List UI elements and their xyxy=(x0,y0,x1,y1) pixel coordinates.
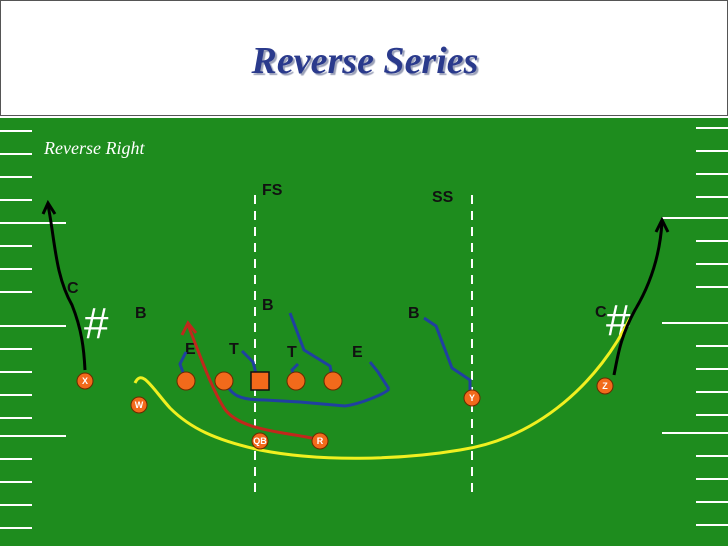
route-yellow-reverse xyxy=(133,317,632,460)
defender-b-left: B xyxy=(135,305,147,322)
route-black-z xyxy=(612,221,664,376)
defender-e-left: E xyxy=(185,341,196,358)
defender-c-left: C xyxy=(67,280,79,297)
lineman-center xyxy=(250,371,270,391)
hash-symbol-left: # xyxy=(84,299,109,348)
defender-ss: SS xyxy=(432,189,454,206)
route-red-reverse xyxy=(186,324,321,442)
player-w-marker xyxy=(130,396,148,414)
player-r-label: R xyxy=(317,436,324,446)
player-qb-marker xyxy=(251,432,269,450)
defender-t-left: T xyxy=(229,341,239,358)
route-blue-y xyxy=(423,316,472,398)
player-y-label: Y xyxy=(469,393,475,403)
route-red-arrow xyxy=(180,320,198,336)
left-yard-marks xyxy=(0,130,66,529)
play-name: Reverse Right xyxy=(43,138,145,158)
football-field xyxy=(0,118,728,546)
route-black-z-arrow xyxy=(654,216,670,233)
player-y-marker xyxy=(463,389,481,407)
player-z-label: Z xyxy=(602,381,608,391)
defender-b-right: B xyxy=(408,305,420,322)
lineman-left-tackle xyxy=(176,371,196,391)
right-yard-marks xyxy=(662,127,728,526)
defender-b-mid: B xyxy=(262,297,274,314)
lineman-right-tackle xyxy=(323,371,343,391)
lineman-right-guard xyxy=(286,371,306,391)
player-qb-label: QB xyxy=(253,436,267,446)
player-z-marker xyxy=(596,377,614,395)
route-blue-line xyxy=(223,381,391,408)
lineman-left-guard xyxy=(214,371,234,391)
player-x-label: X xyxy=(82,376,88,386)
slide-title: Reverse Series xyxy=(251,40,479,82)
player-w-label: W xyxy=(135,400,144,410)
defender-fs: FS xyxy=(262,182,283,199)
title-bar: Reverse Series xyxy=(0,0,728,116)
route-black-x-arrow xyxy=(41,199,57,215)
defender-e-right: E xyxy=(352,344,363,361)
route-blue-e-right xyxy=(368,361,391,390)
defender-c-right: C xyxy=(595,304,607,321)
defender-t-right: T xyxy=(287,344,297,361)
player-r-marker xyxy=(311,432,329,450)
route-black-x xyxy=(46,204,87,371)
player-x-marker xyxy=(76,372,94,390)
